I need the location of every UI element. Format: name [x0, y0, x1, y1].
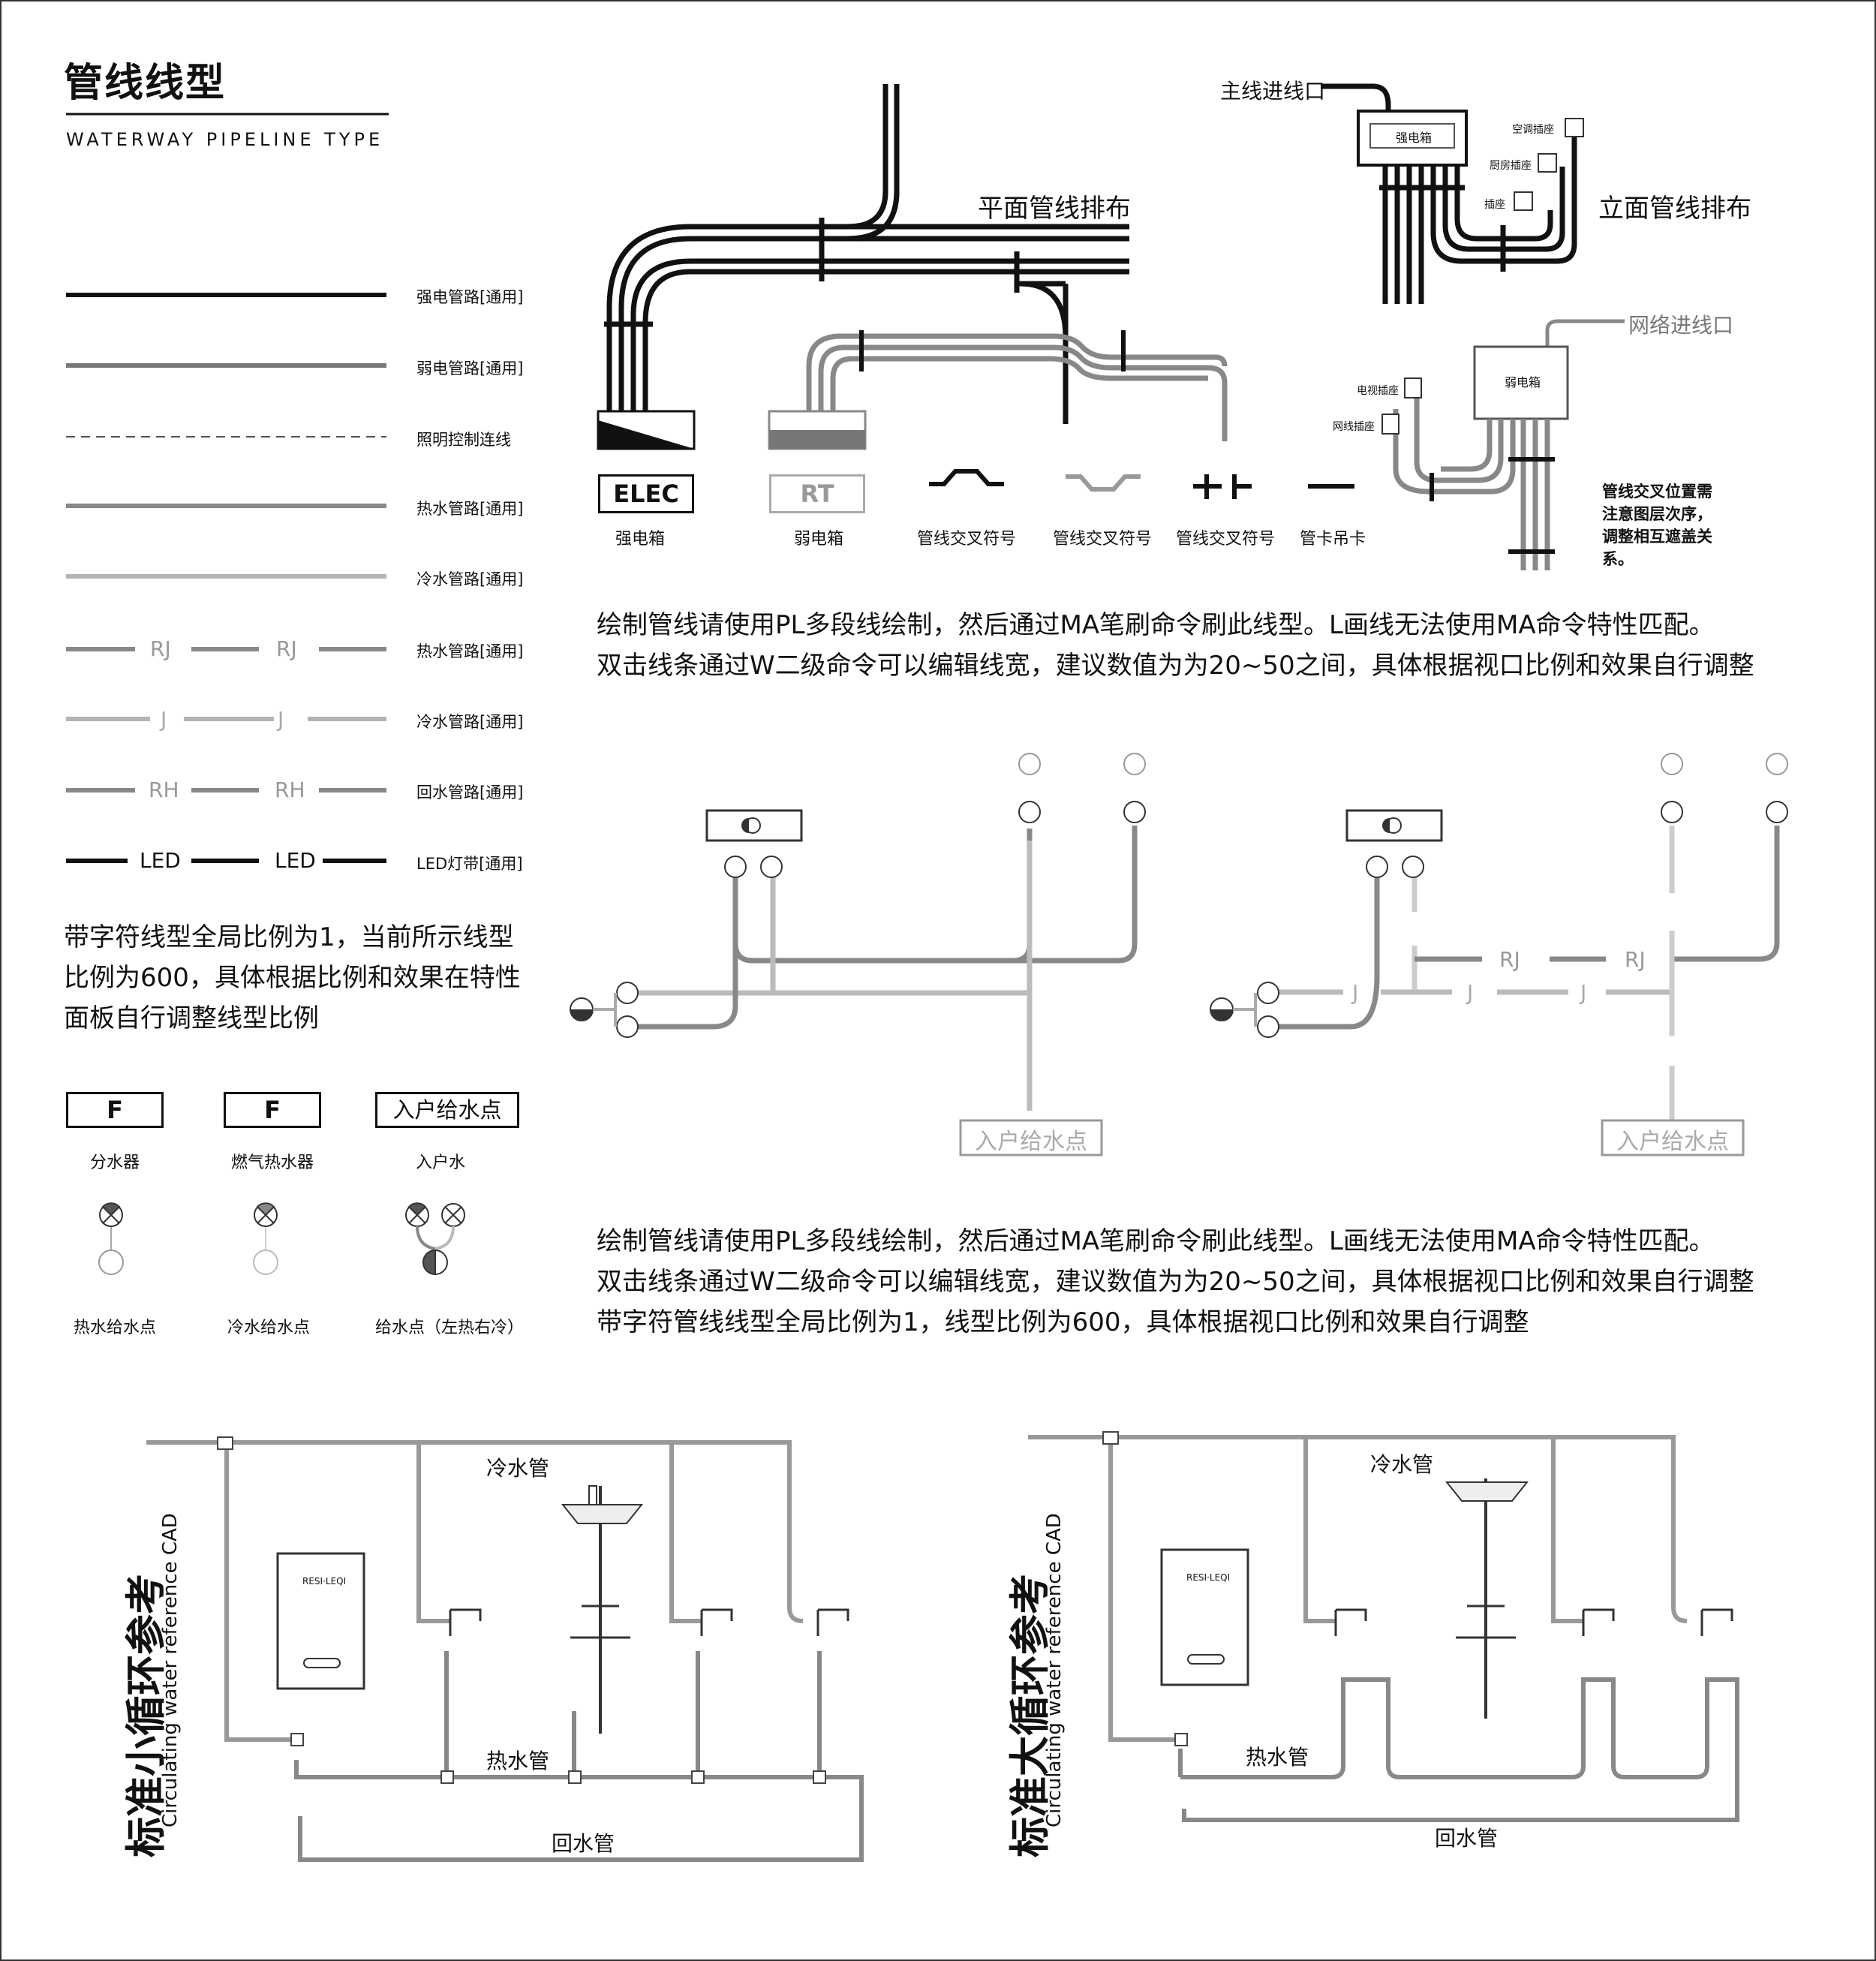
- elec-label-box: ELEC: [598, 474, 694, 513]
- plan-title: 平面管线排布: [978, 194, 1131, 224]
- crossing-note: 管线交叉位置需 注意图层次序， 调整相互遮盖关 系。: [1602, 483, 1712, 568]
- heater-brand: RESI·LEQI: [302, 1576, 347, 1587]
- plan-weak-ticks: [859, 330, 1126, 371]
- hot-pipe-label: 热水管: [486, 1749, 550, 1773]
- main-inlet-label: 主线进线口: [1220, 79, 1326, 104]
- symbol-caption: 分水器: [90, 1153, 140, 1172]
- line-tag: LED: [275, 848, 316, 873]
- weak-box-label: 弱电箱: [1505, 375, 1541, 389]
- socket-kitchen-label: 厨房插座: [1490, 160, 1532, 172]
- elevation-title: 立面管线排布: [1598, 194, 1751, 224]
- middle-right-network: [1210, 753, 1788, 1156]
- legend-lines: [66, 293, 386, 863]
- socket-ac-label: 空调插座: [1512, 124, 1554, 136]
- legend-label: 热水管路[通用]: [416, 500, 524, 518]
- cross-caption: 管线交叉符号: [1176, 530, 1276, 549]
- inlet-label-left: 入户给水点: [975, 1129, 1087, 1155]
- line-tag: LED: [140, 848, 181, 873]
- elec-box: [597, 410, 696, 450]
- plan-strong-pipes: [606, 84, 1129, 424]
- line-tag: RJ: [150, 636, 171, 661]
- legend-label: 弱电管路[通用]: [416, 359, 524, 377]
- line-tag: J: [278, 707, 284, 732]
- legend-label: 热水管路[通用]: [416, 642, 524, 660]
- cold-pipe-label: 冷水管: [1370, 1452, 1434, 1477]
- cold-pipe-label: 冷水管: [486, 1456, 550, 1481]
- symbol-caption: 冷水给水点: [227, 1319, 311, 1337]
- pipe-tag: RJ: [1499, 947, 1520, 972]
- legend-label: 回水管路[通用]: [416, 783, 524, 802]
- pipe-tag: J: [1352, 980, 1359, 1005]
- legend-label: LED灯带[通用]: [416, 855, 523, 873]
- net-socket-label: 网线插座: [1333, 421, 1375, 433]
- plan-weak-pipes: [806, 333, 1228, 441]
- rt-box: [768, 410, 867, 450]
- rt-label-box: RT: [769, 474, 865, 513]
- page-subtitle: WATERWAY PIPELINE TYPE: [66, 129, 384, 150]
- line-tag: J: [161, 707, 167, 732]
- hot-pipe-label: 热水管: [1246, 1745, 1309, 1770]
- line-tag: RH: [149, 777, 179, 802]
- strong-box-label: 强电箱: [1396, 131, 1433, 145]
- socket-label: 插座: [1484, 199, 1505, 211]
- rt-caption: 弱电箱: [794, 530, 844, 549]
- elec-caption: 强电箱: [615, 530, 666, 549]
- legend-note: 带字符线型全局比例为1，当前所示线型 比例为600，具体根据比例和效果在特性 面…: [64, 922, 521, 1033]
- legend-label: 冷水管路[通用]: [416, 570, 524, 588]
- pipe-tag: RJ: [1625, 947, 1646, 972]
- symbol-caption: 入户水: [416, 1153, 466, 1172]
- cross-caption: 管线交叉符号: [1053, 530, 1153, 549]
- elevation-panel: [1321, 83, 1625, 570]
- symbol-caption: 热水给水点: [74, 1319, 157, 1337]
- clamp-caption: 管卡吊卡: [1300, 530, 1366, 549]
- large-loop-diagram: [1028, 1431, 1739, 1822]
- net-inlet-label: 网络进线口: [1628, 313, 1734, 338]
- gas-heater-box: F: [224, 1092, 321, 1128]
- line-tag: RJ: [276, 636, 297, 661]
- symbol-caption: 燃气热水器: [231, 1153, 314, 1172]
- inlet-label-right: 入户给水点: [1616, 1129, 1729, 1155]
- small-loop-diagram: [146, 1436, 864, 1862]
- pipe-tag: J: [1467, 980, 1474, 1005]
- page-title: 管线线型: [64, 61, 227, 106]
- legend-label: 强电管路[通用]: [416, 288, 524, 306]
- legend-label: 冷水管路[通用]: [416, 713, 524, 731]
- pipe-tag: J: [1580, 980, 1587, 1005]
- return-pipe-label: 回水管: [1435, 1826, 1499, 1851]
- symbol-caption: 给水点（左热右冷）: [375, 1319, 525, 1337]
- middle-paragraph: 绘制管线请使用PL多段线绘制，然后通过MA笔刷命令刷此线型。L画线无法使用MA命…: [597, 1226, 1754, 1337]
- middle-left-network: [570, 753, 1146, 1156]
- tv-socket-label: 电视插座: [1357, 385, 1399, 397]
- plan-strong-ticks: [604, 218, 1069, 424]
- large-loop-subtitle: Circulating water reference CAD: [1043, 1513, 1066, 1827]
- legend-label: 照明控制连线: [416, 431, 511, 449]
- supply-point-symbols: [98, 1202, 465, 1276]
- distributor-box: F: [66, 1092, 164, 1128]
- cross-caption: 管线交叉符号: [917, 530, 1017, 549]
- inlet-box: 入户给水点: [375, 1092, 519, 1128]
- small-loop-subtitle: Circulating water reference CAD: [159, 1513, 182, 1827]
- heater-brand: RESI·LEQI: [1186, 1572, 1231, 1583]
- return-pipe-label: 回水管: [552, 1831, 615, 1856]
- cross-symbols: [929, 469, 1354, 499]
- top-paragraph: 绘制管线请使用PL多段线绘制，然后通过MA笔刷命令刷此线型。L画线无法使用MA命…: [597, 610, 1754, 681]
- line-tag: RH: [275, 777, 305, 802]
